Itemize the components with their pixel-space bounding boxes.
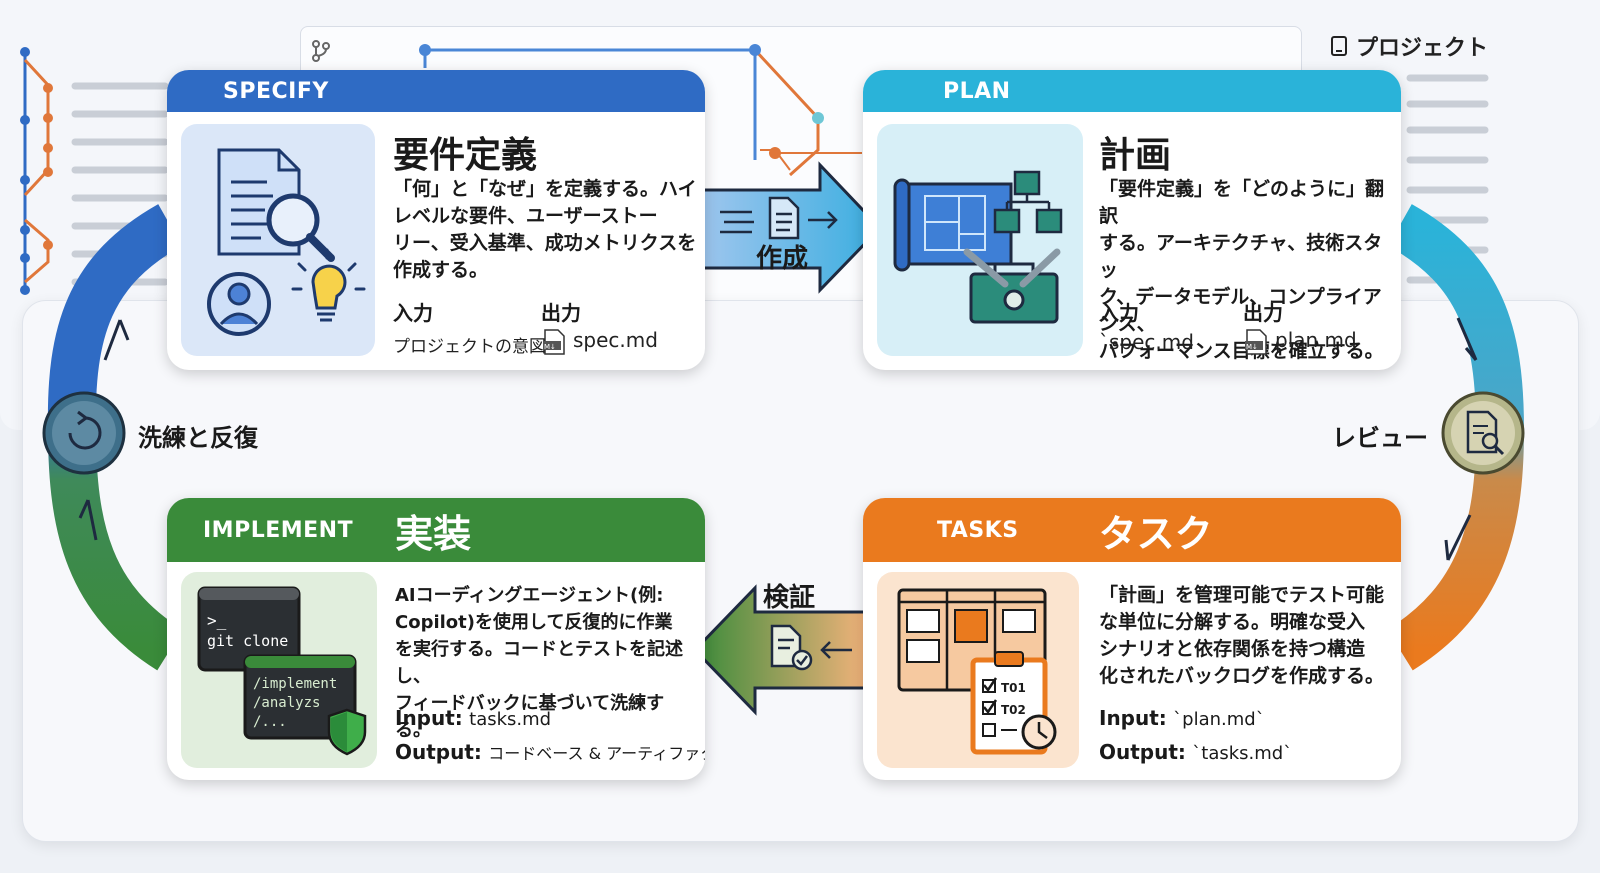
- top-git-lines: [419, 44, 862, 177]
- right-arc-arrow-down-2: [1444, 514, 1472, 561]
- specify-output: M↓ spec.md: [541, 328, 658, 355]
- implement-output-value: コードベース & アーティファクト: [488, 744, 705, 763]
- implement-output: Output: コードベース & アーティファクト: [395, 740, 705, 764]
- terminal2-line2: /analyzs: [253, 695, 320, 711]
- right-arc-arrow-down: [1456, 317, 1478, 361]
- plan-tag: PLAN: [943, 78, 1011, 104]
- implement-output-label: Output:: [395, 740, 482, 764]
- shield-icon: [327, 708, 367, 756]
- verify-label: 検証: [763, 583, 816, 613]
- plan-illustration: [877, 124, 1083, 356]
- tasks-input: Input: `plan.md`: [1099, 706, 1265, 730]
- specify-title: 要件定義: [393, 135, 538, 176]
- svg-text:M↓: M↓: [1246, 343, 1258, 351]
- terminal1-line1: >_: [207, 611, 227, 630]
- specify-output-label: 出力: [541, 301, 581, 325]
- review-label: レビュー: [1332, 424, 1428, 452]
- tasks-output: Output: `tasks.md`: [1099, 740, 1292, 764]
- create-doc-icon: [720, 196, 838, 240]
- refine-cycle-node: [42, 391, 126, 475]
- implement-illustration: >_ git clone /implement /analyzs /...: [181, 572, 377, 768]
- tasks-input-value: `plan.md`: [1173, 709, 1265, 730]
- plan-input-value: `spec.md: [1099, 330, 1194, 354]
- ticket-t01: T01: [1001, 681, 1026, 695]
- verify-doc-icon: [770, 624, 852, 671]
- ticket-t02: T02: [1001, 703, 1026, 717]
- implement-card[interactable]: IMPLEMENT 実装 >_ git clone /implement /an…: [167, 498, 705, 780]
- plan-output-label: 出力: [1243, 301, 1283, 325]
- terminal-commands-icon: /implement /analyzs /...: [243, 654, 357, 740]
- project-label: プロジェクト: [1356, 36, 1489, 61]
- implement-description: AIコーディングエージェント(例:Copilot)を使用して反復的に作業を実行す…: [395, 585, 683, 741]
- specify-tag: SPECIFY: [223, 78, 329, 104]
- tasks-header: TASKS タスク: [863, 498, 1401, 562]
- implement-input: Input: tasks.md: [395, 706, 551, 730]
- specify-card[interactable]: SPECIFY 要件定義 「何」と「なぜ」を: [167, 70, 705, 370]
- specify-input-label: 入力: [393, 301, 433, 325]
- implement-title: 実装: [395, 511, 472, 556]
- plan-output-value: plan.md: [1275, 328, 1357, 352]
- markdown-file-icon: M↓: [543, 328, 565, 355]
- plan-output: M↓ plan.md: [1243, 328, 1357, 355]
- left-arc-arrow-up: [103, 319, 130, 361]
- tasks-output-value: `tasks.md`: [1192, 743, 1293, 764]
- tasks-input-label: Input:: [1099, 706, 1167, 730]
- plan-description: 「要件定義」を「どのように」翻訳する。アーキテクチャ、技術スタック、データモデル…: [1099, 178, 1385, 362]
- git-graph: [20, 47, 53, 295]
- hierarchy-icon: [993, 170, 1063, 234]
- plan-card[interactable]: PLAN 計画 「要件定義」を「どのように」翻訳する。アーキテ: [863, 70, 1401, 370]
- plan-title: 計画: [1099, 135, 1172, 176]
- specify-header: SPECIFY: [167, 70, 705, 112]
- terminal1-line2: git clone: [207, 632, 288, 650]
- project-header[interactable]: プロジェクト: [1330, 30, 1488, 62]
- document-search-icon: [217, 148, 335, 262]
- tasks-description: 「計画」を管理可能でテスト可能な単位に分解する。明確な受入シナリオと依存関係を持…: [1099, 584, 1385, 687]
- specify-description: 「何」と「なぜ」を定義する。ハイレベルな要件、ユーザーストーリー、受入基準、成功…: [393, 178, 697, 281]
- tasks-illustration: T01 T02: [877, 572, 1079, 768]
- tasks-output-label: Output:: [1099, 740, 1186, 764]
- specify-input-value: プロジェクトの意図: [393, 337, 546, 357]
- terminal2-line1: /implement: [253, 676, 337, 692]
- branch-icon: [312, 40, 330, 62]
- svg-text:M↓: M↓: [544, 343, 556, 351]
- toolbox-icon: [963, 248, 1061, 324]
- implement-tag: IMPLEMENT: [203, 517, 354, 543]
- terminal2-line3: /...: [253, 714, 287, 730]
- lightbulb-icon: [291, 248, 366, 322]
- refine-iterate-label: 洗練と反復: [138, 424, 258, 452]
- tasks-tag: TASKS: [937, 517, 1019, 543]
- specify-output-value: spec.md: [573, 328, 658, 352]
- blueprint-icon: [893, 178, 1013, 272]
- implement-input-label: Input:: [395, 706, 463, 730]
- tasks-title: タスク: [1098, 511, 1213, 556]
- left-arc-arrow-down: [78, 499, 98, 541]
- implement-header: IMPLEMENT 実装: [167, 498, 705, 562]
- markdown-file-icon: M↓: [1245, 328, 1267, 355]
- plan-input-label: 入力: [1099, 301, 1139, 325]
- tasks-card[interactable]: TASKS タスク T01 T02: [863, 498, 1401, 780]
- user-icon: [207, 272, 271, 336]
- review-node: [1441, 391, 1525, 475]
- create-label: 作成: [756, 244, 809, 274]
- plan-header: PLAN: [863, 70, 1401, 112]
- implement-input-value: tasks.md: [469, 709, 552, 730]
- tablet-icon: [1331, 36, 1347, 56]
- terminal-window-icon: >_ git clone: [197, 586, 301, 672]
- specify-illustration: [181, 124, 375, 356]
- clock-icon: [1021, 714, 1057, 750]
